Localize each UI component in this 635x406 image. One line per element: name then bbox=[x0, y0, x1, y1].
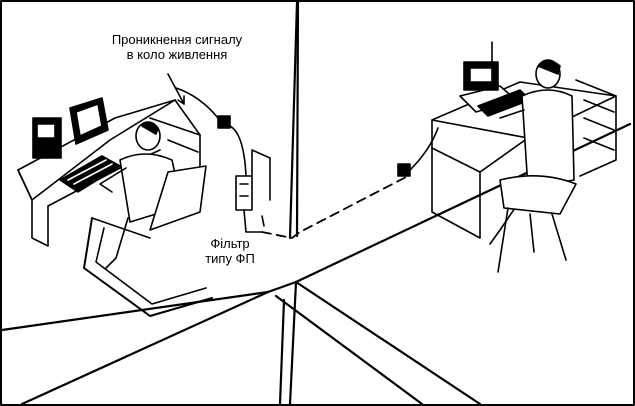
signal-leak-label: Проникнення сигналу в коло живлення bbox=[92, 32, 262, 62]
printer-icon bbox=[459, 41, 531, 117]
filter-label-line2: типу ФП bbox=[205, 251, 255, 266]
left-cable bbox=[175, 87, 247, 177]
signal-label-line2: в коло живлення bbox=[126, 47, 228, 62]
office-chair-icon bbox=[83, 165, 213, 317]
right-outlet-icon bbox=[397, 163, 411, 177]
filter-label-line1: Фільтр bbox=[210, 236, 250, 251]
computer-monitor-icon bbox=[32, 97, 121, 193]
power-filter-icon bbox=[235, 149, 271, 233]
right-cable bbox=[397, 127, 439, 177]
filter-label: Фільтр типу ФП bbox=[186, 236, 274, 266]
right-chair bbox=[497, 175, 577, 273]
signal-arrow bbox=[167, 73, 185, 105]
signal-label-line1: Проникнення сигналу bbox=[111, 32, 243, 47]
power-outlet-icon bbox=[217, 115, 231, 129]
dashed-power-line bbox=[261, 175, 409, 239]
